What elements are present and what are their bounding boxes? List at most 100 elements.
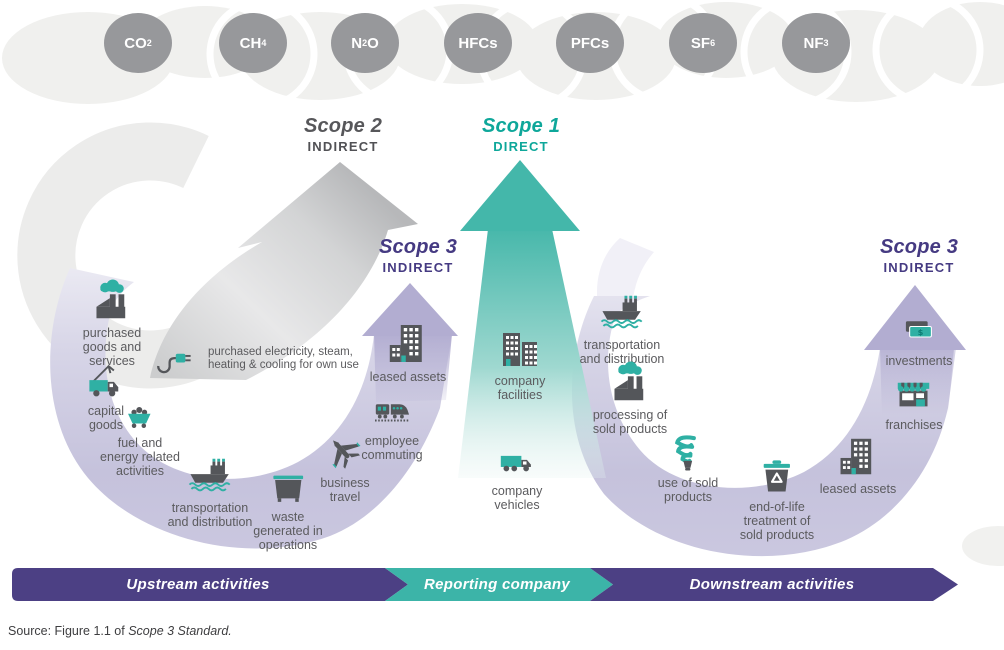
- cargo-ship-icon: [596, 290, 648, 336]
- bottom-bar-downstream-segment: [590, 568, 958, 601]
- scope1-heading: Scope 1 DIRECT: [482, 115, 560, 154]
- downstream-arc: [571, 296, 956, 557]
- item-label: franchises: [885, 418, 943, 432]
- company-buildings-icon: [494, 324, 546, 372]
- bottom-bar-upstream-segment: [12, 568, 408, 601]
- item-processing-sold-products: processing of sold products: [593, 360, 667, 436]
- money-icon: [896, 316, 942, 352]
- item-investments: investments: [885, 316, 953, 368]
- scope3-upstream-arrowhead: [362, 283, 458, 336]
- item-transportation-upstream: transportation and distribution: [167, 453, 253, 529]
- item-label: business travel: [320, 476, 370, 504]
- cargo-ship-icon: [184, 453, 236, 499]
- scope3-title: Scope 3: [378, 236, 458, 258]
- item-label: leased assets: [369, 370, 447, 384]
- scope3-subtitle: INDIRECT: [883, 260, 955, 275]
- office-building-icon: [384, 320, 432, 368]
- source-work-title: Scope 3 Standard.: [128, 624, 232, 638]
- scope3-downstream-heading: Scope 3 INDIRECT: [880, 236, 958, 275]
- item-fuel-and-energy: fuel and energy related activities: [100, 398, 180, 478]
- item-label: investments: [885, 354, 953, 368]
- bottom-bar-reporting-segment: [385, 568, 613, 601]
- cfl-bulb-icon: [667, 432, 709, 474]
- item-purchased-electricity: purchased electricity, steam, heating & …: [150, 338, 359, 380]
- scope3-upstream-heading: Scope 3 INDIRECT: [379, 236, 457, 275]
- item-leased-assets-downstream: leased assets: [820, 434, 896, 496]
- train-icon: [366, 394, 418, 432]
- factory-cloud-icon: [89, 278, 135, 324]
- scope2-subtitle: INDIRECT: [307, 139, 379, 154]
- mine-cart-icon: [122, 398, 158, 434]
- scope2-heading: Scope 2 INDIRECT: [304, 115, 382, 154]
- item-label: company facilities: [494, 374, 546, 402]
- item-label: end-of-life treatment of sold products: [739, 500, 815, 542]
- scope1-subtitle: DIRECT: [493, 139, 549, 154]
- gas-bubble-pfcs: PFCs: [556, 13, 624, 73]
- item-label: capital goods: [87, 404, 125, 432]
- item-label: company vehicles: [491, 484, 543, 512]
- source-prefix: Source: Figure 1.1 of: [8, 624, 129, 638]
- scope2-arrow: [150, 162, 418, 380]
- item-label: transportation and distribution: [167, 501, 253, 529]
- gas-label-post: O: [367, 34, 379, 52]
- power-plug-icon: [150, 338, 198, 380]
- bottom-bar-downstream-label: Downstream activities: [689, 576, 855, 593]
- airplane-icon: [325, 434, 365, 474]
- item-label: leased assets: [819, 482, 897, 496]
- item-franchises: franchises: [885, 374, 943, 432]
- item-end-of-life-treatment: end-of-life treatment of sold products: [740, 456, 814, 542]
- recycle-bin-icon: [756, 456, 798, 498]
- item-company-facilities: company facilities: [494, 324, 546, 402]
- gas-label: PFCs: [570, 34, 610, 52]
- bottom-bar-reporting-label: Reporting company: [424, 576, 570, 593]
- item-company-vehicles: company vehicles: [491, 444, 543, 512]
- dumpster-icon: [267, 466, 309, 508]
- item-label: waste generated in operations: [253, 510, 323, 552]
- item-purchased-goods-and-services: purchased goods and services: [83, 278, 141, 368]
- item-leased-assets-upstream: leased assets: [370, 320, 446, 384]
- gas-label: CO: [124, 34, 147, 52]
- crane-truck-icon: [85, 360, 127, 402]
- gas-label: SF: [690, 34, 711, 52]
- bottom-bar: [12, 568, 958, 601]
- background-blob: [962, 526, 1004, 566]
- downstream-arc-tail: [596, 238, 654, 306]
- item-business-travel: business travel: [320, 434, 370, 504]
- scope3-subtitle: INDIRECT: [382, 260, 454, 275]
- item-transportation-downstream: transportation and distribution: [579, 290, 665, 366]
- item-capital-goods: capital goods: [85, 360, 127, 432]
- factory-cloud-icon: [607, 360, 653, 406]
- office-building-icon: [835, 434, 881, 480]
- bottom-bar-upstream-label: Upstream activities: [126, 576, 270, 593]
- item-label: purchased goods and services: [82, 326, 142, 368]
- delivery-truck-icon: [492, 444, 542, 482]
- item-use-of-sold-products: use of sold products: [658, 432, 718, 504]
- storefront-icon: [893, 374, 935, 416]
- scope3-downstream-arrowhead: [864, 285, 966, 350]
- gas-label: NF: [803, 34, 824, 52]
- item-label: purchased electricity, steam, heating & …: [208, 346, 359, 371]
- item-waste-generated: waste generated in operations: [253, 466, 323, 552]
- scope1-arrowhead: [460, 160, 580, 231]
- background-swirl: [17, 122, 225, 389]
- upstream-arc: [50, 268, 452, 549]
- gas-label: N: [351, 34, 363, 52]
- item-label: transportation and distribution: [579, 338, 665, 366]
- item-label: employee commuting: [361, 434, 423, 462]
- scope3-title: Scope 3: [879, 236, 959, 258]
- item-label: processing of sold products: [592, 408, 668, 436]
- scope1-title: Scope 1: [481, 115, 561, 137]
- item-employee-commuting: employee commuting: [361, 394, 423, 462]
- gas-label: HFCs: [458, 34, 498, 52]
- gas-bubble-hfcs: HFCs: [444, 13, 512, 73]
- scope2-title: Scope 2: [303, 115, 383, 137]
- gas-label: CH: [239, 34, 262, 52]
- source-caption: Source: Figure 1.1 of Scope 3 Standard.: [8, 624, 232, 638]
- item-label: fuel and energy related activities: [100, 436, 180, 478]
